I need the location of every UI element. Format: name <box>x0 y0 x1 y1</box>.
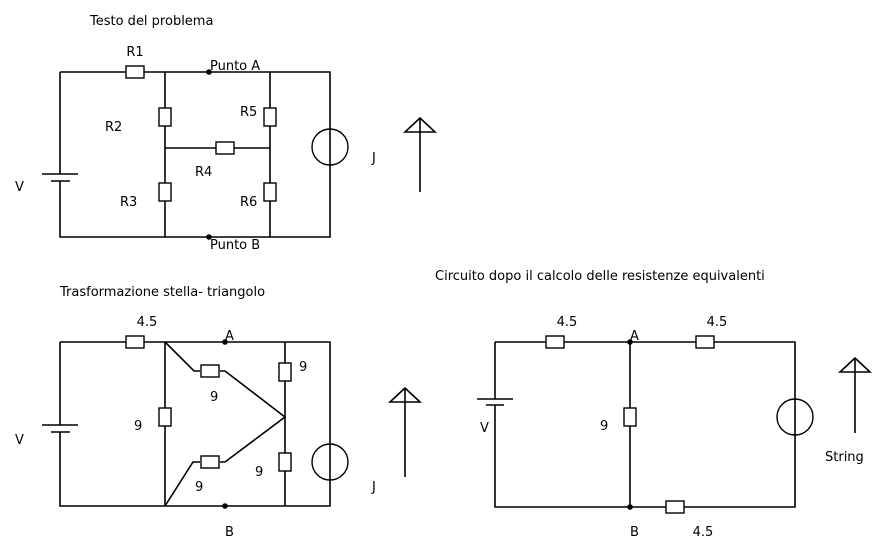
label-r6: R6 <box>240 195 257 210</box>
label-v: V <box>15 180 24 195</box>
resistor-bottom <box>665 500 685 514</box>
circuit2-title: Trasformazione stella- triangolo <box>59 285 265 300</box>
resistor-right-bottom <box>278 452 292 472</box>
label-b: B <box>225 525 234 540</box>
resistor-middle <box>623 407 637 427</box>
resistor-tri-top <box>200 364 220 378</box>
label-punto-a: Punto A <box>210 59 260 74</box>
label-r-left: 9 <box>134 419 142 434</box>
node-b-dot <box>206 234 212 240</box>
wire-branches <box>164 342 286 506</box>
label-v: V <box>15 433 24 448</box>
resistor-top-right <box>695 335 715 349</box>
label-r-right-top: 9 <box>299 360 307 375</box>
circuit-original: Testo del problema R1 R2 R3 R4 R5 R6 V J… <box>15 14 438 253</box>
node-b-dot <box>627 504 633 510</box>
label-a: A <box>225 329 234 344</box>
resistor-top-left <box>545 335 565 349</box>
label-r4: R4 <box>195 165 212 180</box>
circuit3-title: Circuito dopo il calcolo delle resistenz… <box>435 269 765 284</box>
resistor-r4 <box>215 141 235 155</box>
label-r-tri-bottom: 9 <box>195 480 203 495</box>
label-r-bottom: 4.5 <box>693 525 714 540</box>
label-r-middle: 9 <box>600 419 608 434</box>
label-r3: R3 <box>120 195 137 210</box>
label-r-right-bottom: 9 <box>255 465 263 480</box>
node-a-dot <box>627 339 633 345</box>
label-r2: R2 <box>105 120 122 135</box>
label-r-series: 4.5 <box>137 315 158 330</box>
arrow-up-icon <box>387 386 423 477</box>
label-r-top-right: 4.5 <box>707 315 728 330</box>
label-punto-b: Punto B <box>210 238 260 253</box>
circuit-equivalent: Circuito dopo il calcolo delle resistenz… <box>435 269 873 540</box>
resistor-r1 <box>125 65 145 79</box>
resistor-r3 <box>158 182 172 202</box>
label-r1: R1 <box>126 45 143 60</box>
node-b-dot <box>222 503 228 509</box>
circuit1-title: Testo del problema <box>89 14 213 29</box>
wire-loop <box>59 71 331 238</box>
arrow-up-icon <box>402 116 438 192</box>
resistor-r5 <box>263 107 277 127</box>
label-source: String <box>825 450 864 465</box>
label-v: V <box>480 421 489 436</box>
resistor-r6 <box>263 182 277 202</box>
node-a-dot <box>206 69 212 75</box>
wire-delta <box>164 341 287 507</box>
label-r5: R5 <box>240 105 257 120</box>
label-r-tri-top: 9 <box>210 390 218 405</box>
resistor-left <box>158 407 172 427</box>
resistor-right-top <box>278 362 292 382</box>
arrow-up-icon <box>837 356 873 433</box>
circuit-star-delta: Trasformazione stella- triangolo 4.5 9 9… <box>15 285 423 540</box>
resistor-tri-bottom <box>200 455 220 469</box>
label-j: J <box>371 151 376 166</box>
label-r-top-left: 4.5 <box>557 315 578 330</box>
resistor-r2 <box>158 107 172 127</box>
label-a: A <box>630 329 639 344</box>
node-a-dot <box>222 339 228 345</box>
label-b: B <box>630 525 639 540</box>
label-j: J <box>371 480 376 495</box>
resistor-series <box>125 335 145 349</box>
wire-loop <box>494 341 796 508</box>
wire-loop <box>59 341 331 507</box>
